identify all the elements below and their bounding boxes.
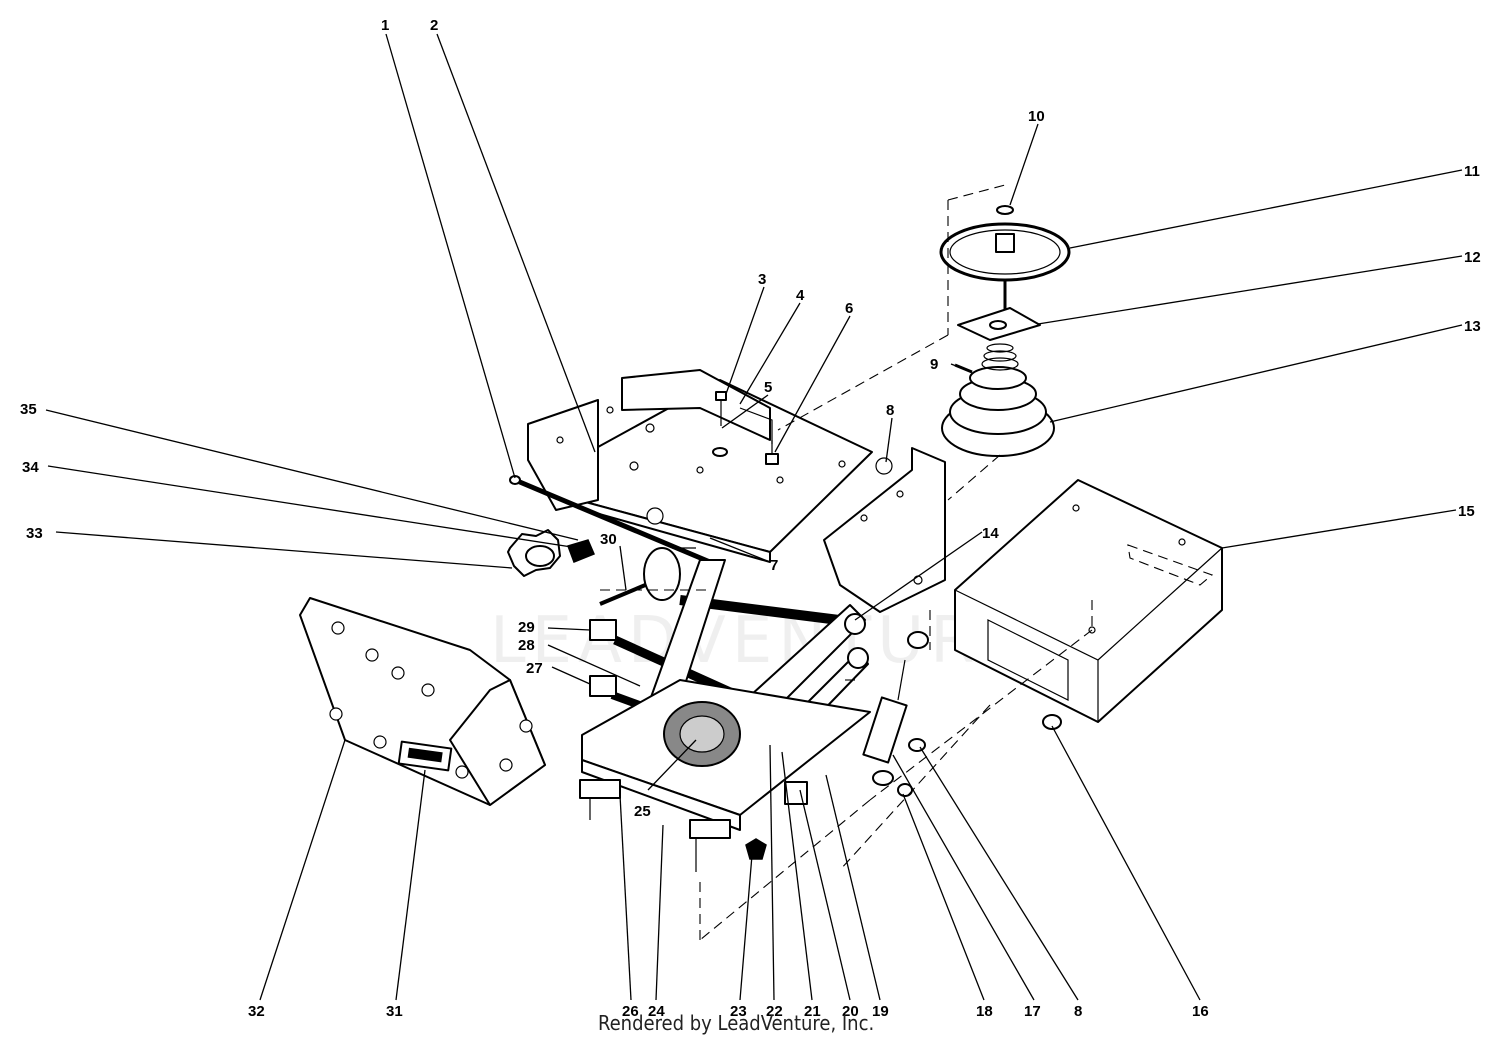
callout-27: 27 (526, 660, 543, 677)
callout-15: 15 (1458, 503, 1475, 520)
callout-10: 10 (1028, 108, 1045, 125)
boot-bellows (941, 343, 1055, 457)
callout-25: 25 (634, 803, 651, 820)
callout-17: 17 (1024, 1003, 1041, 1020)
callout-28: 28 (518, 637, 535, 654)
callout-30: 30 (600, 531, 617, 548)
coil-spring-25 (663, 701, 741, 767)
callout-8-top: 8 (886, 402, 894, 419)
callout-7: 7 (770, 557, 778, 574)
callout-35: 35 (20, 401, 37, 418)
callout-18: 18 (976, 1003, 993, 1020)
assembly-guide-lines (600, 184, 1093, 941)
callout-8-bottom: 8 (1074, 1003, 1082, 1020)
callout-11: 11 (1464, 163, 1480, 180)
callout-5: 5 (764, 379, 772, 396)
callout-1: 1 (381, 17, 389, 34)
callout-3: 3 (758, 271, 766, 288)
callout-19: 19 (872, 1003, 889, 1020)
callout-33: 33 (26, 525, 43, 542)
bolts (712, 391, 779, 465)
large-gear (939, 205, 1071, 312)
callout-29: 29 (518, 619, 535, 636)
callout-16: 16 (1192, 1003, 1209, 1020)
adjusting-knob (507, 529, 595, 577)
part-drawings (299, 184, 1223, 941)
callout-34: 34 (22, 459, 39, 476)
callout-24: 24 (648, 1003, 665, 1020)
upper-mounting-plate (527, 369, 873, 563)
callout-23: 23 (730, 1003, 747, 1020)
right-side-bracket (823, 447, 946, 613)
bearing-plate (957, 307, 1041, 341)
callout-31: 31 (386, 1003, 403, 1020)
callout-21: 21 (804, 1003, 821, 1020)
callout-6: 6 (845, 300, 853, 317)
front-shroud (299, 597, 546, 806)
callout-22: 22 (766, 1003, 783, 1020)
callout-4: 4 (796, 287, 805, 304)
seat-cover-box (954, 479, 1223, 730)
watermark: LEADVENTURE (490, 604, 1027, 678)
callout-20: 20 (842, 1003, 859, 1020)
callout-9: 9 (930, 356, 938, 373)
callout-12: 12 (1464, 249, 1481, 266)
callout-26: 26 (622, 1003, 639, 1020)
lower-spring-23 (745, 838, 767, 860)
render-credit: Rendered by LeadVenture, Inc. (598, 1011, 874, 1035)
leader-lines (45, 33, 1463, 1001)
callout-13: 13 (1464, 318, 1481, 335)
callout-2: 2 (430, 17, 438, 34)
shock-absorber (862, 659, 926, 797)
sprocket-shaft (599, 547, 696, 606)
callout-32: 32 (248, 1003, 265, 1020)
callout-labels: 1 2 3 4 5 6 7 8 9 10 11 12 13 14 15 16 8… (20, 17, 1481, 1020)
callout-14: 14 (982, 525, 999, 542)
